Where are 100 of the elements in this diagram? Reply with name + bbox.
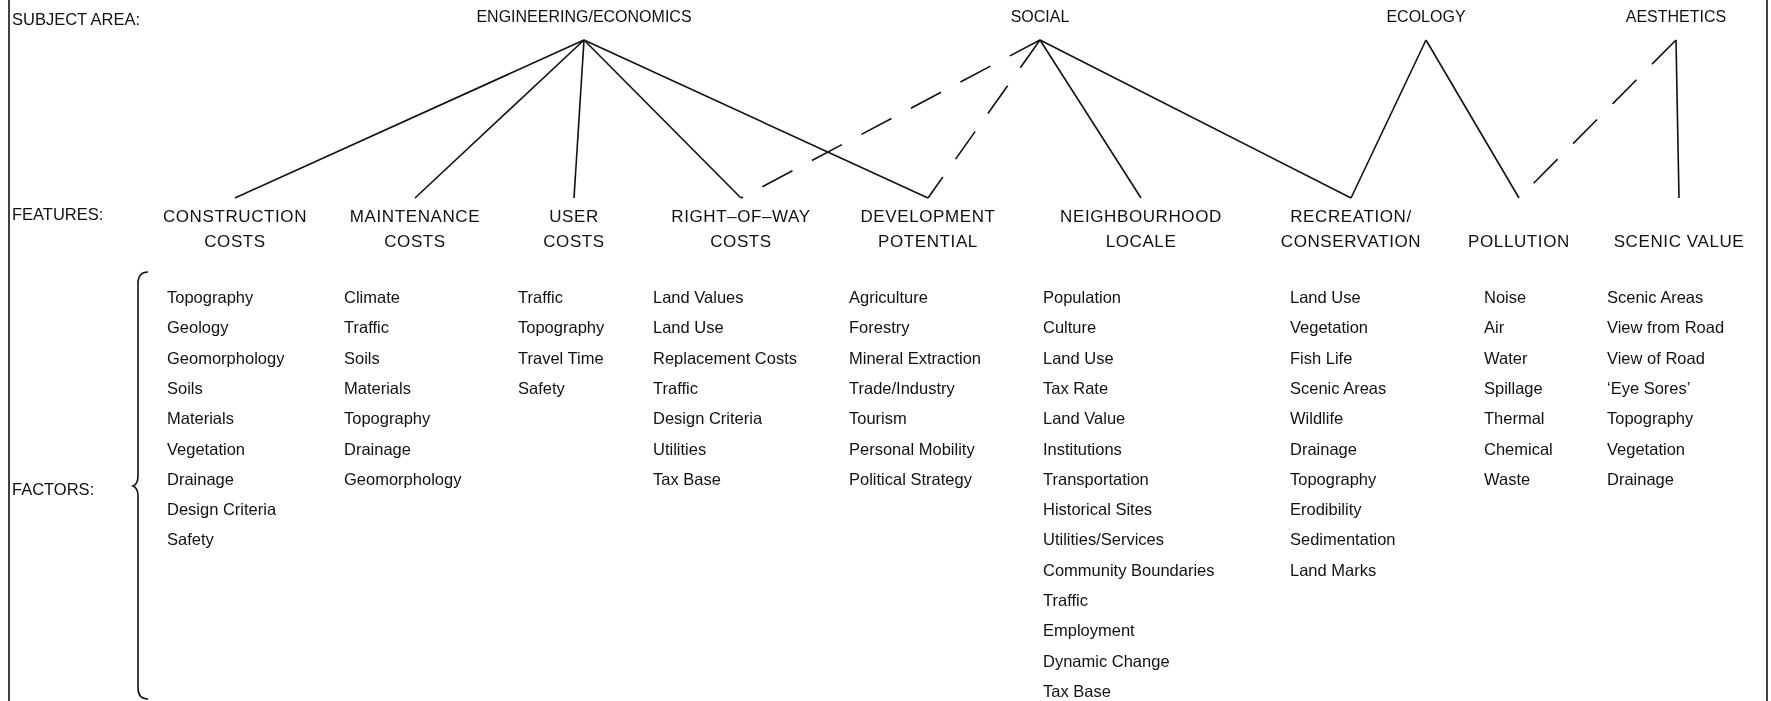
- factor-text: Land Use: [1290, 287, 1361, 307]
- subject-area-heading: ENGINEERING/ECONOMICS: [454, 8, 714, 40]
- factor-text: Traffic: [653, 377, 698, 398]
- factor-text: Personal Mobility: [849, 438, 975, 459]
- connector-line: [927, 39, 1041, 199]
- feature-heading: NEIGHBOURHOOD LOCALE: [1051, 198, 1231, 254]
- factor-text: Land Marks: [1290, 559, 1377, 580]
- factor-text: Historical Sites: [1043, 499, 1153, 520]
- factor-text: Noise: [1484, 287, 1527, 307]
- connector-line: [1425, 39, 1520, 199]
- factor-text: Geomorphology: [167, 347, 285, 368]
- factor-text: Vegetation: [1290, 317, 1368, 338]
- factor-text: Air: [1484, 317, 1505, 338]
- factor-text: Spillage: [1484, 377, 1543, 398]
- connector-line: [740, 39, 1041, 199]
- feature-heading: RECREATION/ CONSERVATION: [1263, 198, 1439, 254]
- connector-line: [1675, 39, 1680, 199]
- connector-line: [583, 39, 742, 199]
- factor-text: Replacement Costs: [653, 347, 797, 368]
- connector-line: [573, 39, 585, 199]
- feature-heading: USER COSTS: [536, 198, 612, 254]
- factor-text: Chemical: [1484, 438, 1553, 459]
- factor-text: Community Boundaries: [1043, 559, 1215, 580]
- connector-line: [1039, 39, 1352, 199]
- factor-text: Traffic: [344, 317, 389, 338]
- row-label: SUBJECT AREA:: [12, 10, 141, 29]
- factor-text: Safety: [167, 529, 214, 550]
- factor-text: Materials: [344, 377, 411, 398]
- factor-text: Water: [1484, 347, 1528, 368]
- factor-text: Mineral Extraction: [849, 347, 982, 368]
- factor-text: Topography: [1290, 468, 1377, 489]
- factor-text: Tax Base: [653, 468, 721, 489]
- factor-text: Dynamic Change: [1043, 650, 1170, 671]
- factor-text: Traffic: [518, 287, 563, 307]
- factor-text: Drainage: [167, 468, 234, 489]
- row-label: FACTORS:: [12, 480, 95, 499]
- factor-text: Drainage: [1607, 468, 1674, 489]
- factor-text: View of Road: [1607, 347, 1705, 368]
- factor-text: Tax Base: [1043, 680, 1111, 701]
- factor-text: Design Criteria: [167, 499, 277, 520]
- factor-text: Topography: [518, 317, 605, 338]
- factor-text: Institutions: [1043, 438, 1122, 459]
- factor-text: Land Use: [653, 317, 724, 338]
- feature-heading: DEVELOPMENT POTENTIAL: [842, 198, 1014, 254]
- subject-area-heading: AESTHETICS: [1611, 8, 1741, 40]
- feature-heading: SCENIC VALUE: [1601, 198, 1757, 254]
- factor-text: Scenic Areas: [1607, 287, 1704, 307]
- factor-text: Geology: [167, 317, 229, 338]
- feature-heading: RIGHT–OF–WAY COSTS: [655, 198, 827, 254]
- connector-line: [234, 39, 585, 199]
- factor-text: Fish Life: [1290, 347, 1353, 368]
- factor-text: Waste: [1484, 468, 1531, 489]
- feature-heading: MAINTENANCE COSTS: [335, 198, 495, 254]
- factor-text: Topography: [344, 408, 431, 429]
- connector-line: [414, 39, 585, 199]
- factor-text: Employment: [1043, 620, 1135, 641]
- factor-text: Sedimentation: [1290, 529, 1396, 550]
- factor-text: Traffic: [1043, 590, 1088, 610]
- factor-text: Agriculture: [849, 287, 928, 307]
- subject-area-heading: ECOLOGY: [1371, 8, 1481, 40]
- factor-text: Tourism: [849, 408, 907, 429]
- factor-text: Safety: [518, 377, 565, 398]
- factor-text: Utilities: [653, 438, 707, 459]
- factor-text: Land Use: [1043, 347, 1114, 368]
- factor-text: Geomorphology: [344, 468, 462, 489]
- factor-text: Transportation: [1043, 468, 1149, 489]
- factor-text: Topography: [1607, 408, 1694, 429]
- factor-text: Political Strategy: [849, 468, 972, 489]
- connector-line: [1039, 39, 1142, 199]
- subject-area-heading: SOCIAL: [990, 8, 1090, 40]
- feature-heading: POLLUTION: [1461, 198, 1577, 254]
- factor-text: Erodibility: [1290, 499, 1362, 520]
- factor-text: Travel Time: [518, 347, 604, 368]
- factor-text: Land Values: [653, 287, 744, 307]
- factor-text: Forestry: [849, 317, 910, 338]
- factor-text: View from Road: [1607, 317, 1725, 338]
- factor-text: Topography: [167, 287, 254, 307]
- factor-text: Culture: [1043, 317, 1097, 338]
- factor-text: ‘Eye Sores’: [1607, 377, 1691, 398]
- factor-text: Tax Rate: [1043, 377, 1109, 398]
- factor-text: Utilities/Services: [1043, 529, 1165, 550]
- factor-text: Materials: [167, 408, 234, 429]
- factor-text: Vegetation: [1607, 438, 1685, 459]
- factor-text: Soils: [167, 377, 203, 398]
- row-label: FEATURES:: [12, 205, 104, 224]
- factor-text: Design Criteria: [653, 408, 763, 429]
- factor-text: Drainage: [1290, 438, 1357, 459]
- connector-line: [1350, 39, 1427, 199]
- factor-text: Soils: [344, 347, 380, 368]
- factor-text: Climate: [344, 287, 400, 307]
- factor-text: Population: [1043, 287, 1121, 307]
- factor-text: Drainage: [344, 438, 411, 459]
- factor-text: Land Value: [1043, 408, 1126, 429]
- factor-text: Wildlife: [1290, 408, 1344, 429]
- feature-heading: CONSTRUCTION COSTS: [151, 198, 319, 254]
- factor-text: Thermal: [1484, 408, 1545, 429]
- factor-text: Trade/Industry: [849, 377, 955, 398]
- connector-line: [583, 39, 929, 199]
- factor-text: Scenic Areas: [1290, 377, 1387, 398]
- factor-text: Vegetation: [167, 438, 245, 459]
